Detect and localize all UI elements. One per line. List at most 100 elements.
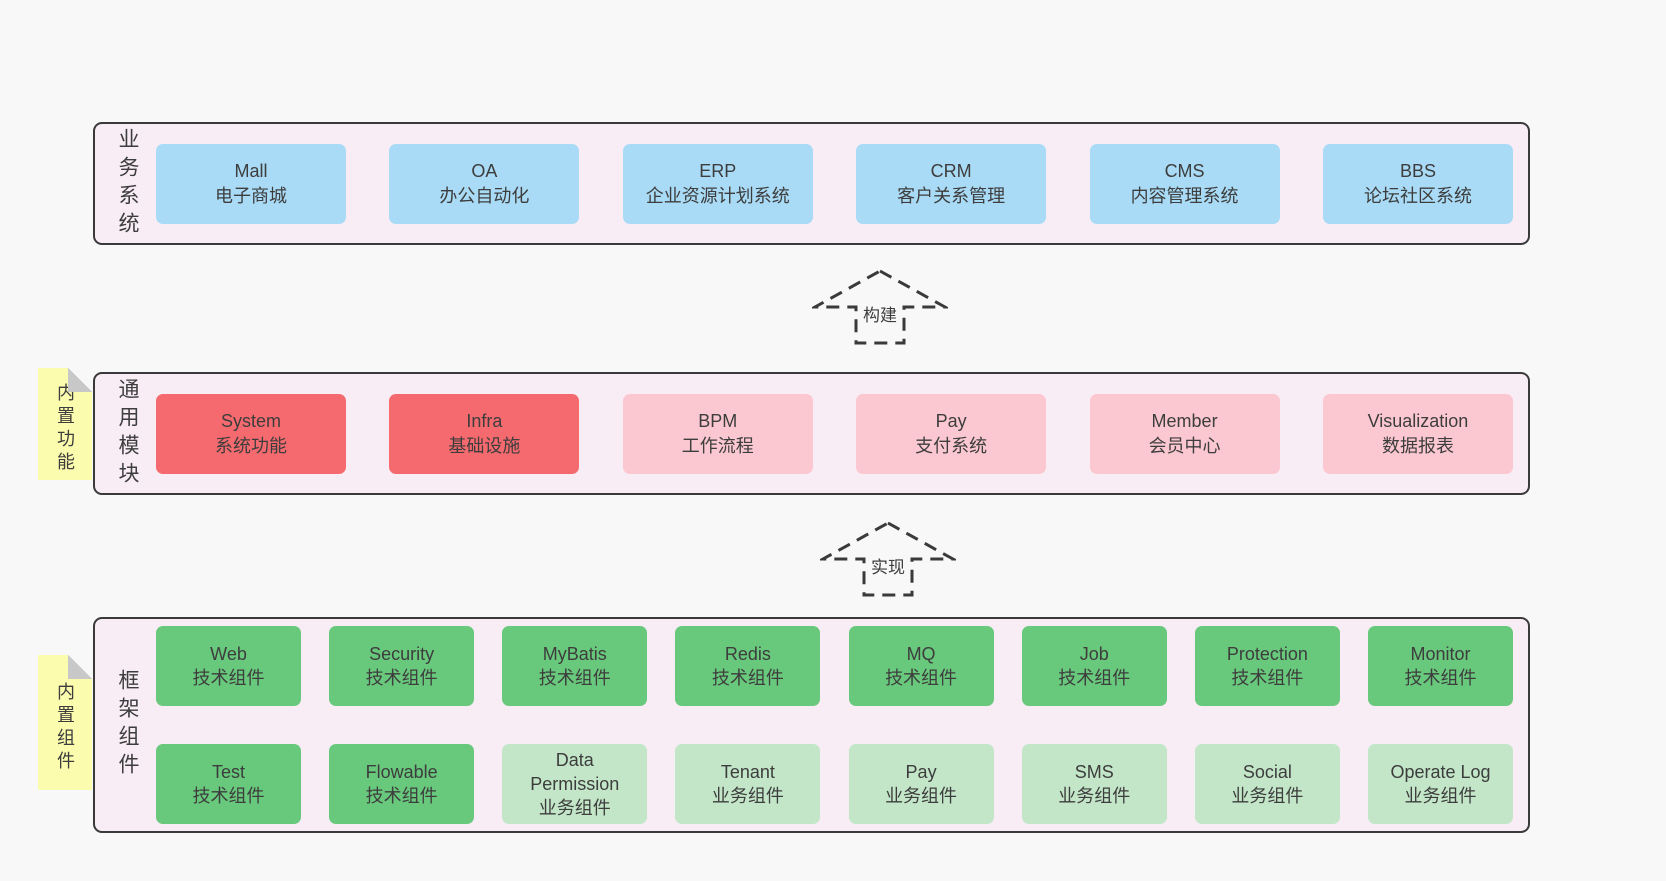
modules-boxes-row: System 系统功能 Infra 基础设施 BPM 工作流程 Pay 支付系统… xyxy=(156,374,1513,493)
framework-components-layer: 框架组件 Web 技术组件 Security 技术组件 MyBatis 技术组件… xyxy=(93,617,1530,833)
box-monitor: Monitor 技术组件 xyxy=(1367,626,1513,706)
business-systems-layer: 业务系统 Mall 电子商城 OA 办公自动化 ERP 企业资源计划系统 CRM… xyxy=(93,122,1530,245)
box-redis: Redis 技术组件 xyxy=(675,626,821,706)
box-title: System xyxy=(220,410,281,431)
box-security: Security 技术组件 xyxy=(329,626,475,706)
box-title: Monitor xyxy=(1410,644,1471,664)
box-subtitle: 技术组件 xyxy=(192,786,265,806)
box-title: Operate Log xyxy=(1390,762,1491,782)
layer-label-modules: 通用模块 xyxy=(116,377,139,490)
box-crm: CRM 客户关系管理 xyxy=(856,143,1047,224)
box-protection: Protection 技术组件 xyxy=(1194,626,1340,706)
box-subtitle: 内容管理系统 xyxy=(1130,185,1239,206)
box-subtitle: 业务组件 xyxy=(1404,786,1477,806)
box-infra: Infra 基础设施 xyxy=(389,393,580,474)
box-operate-log: Operate Log 业务组件 xyxy=(1367,744,1513,824)
box-subtitle: 业务组件 xyxy=(1058,786,1131,806)
box-web: Web 技术组件 xyxy=(156,626,301,706)
box-bpm: BPM 工作流程 xyxy=(622,393,813,474)
box-social: Social 业务组件 xyxy=(1194,744,1340,824)
components-row-1: Web 技术组件 Security 技术组件 MyBatis 技术组件 Redi… xyxy=(156,619,1513,713)
box-title: MQ xyxy=(906,644,936,664)
box-title: Redis xyxy=(724,644,771,664)
box-subtitle: 客户关系管理 xyxy=(897,185,1006,206)
box-mq: MQ 技术组件 xyxy=(848,626,994,706)
box-flowable: Flowable 技术组件 xyxy=(329,744,475,824)
components-rows: Web 技术组件 Security 技术组件 MyBatis 技术组件 Redi… xyxy=(156,619,1513,831)
box-subtitle: 论坛社区系统 xyxy=(1363,185,1472,206)
box-subtitle: 技术组件 xyxy=(1058,668,1131,688)
box-title: Data Permission xyxy=(530,750,620,794)
box-sms: SMS 业务组件 xyxy=(1021,744,1167,824)
sticky-text: 内置组件 xyxy=(55,681,75,774)
box-title: Test xyxy=(211,762,245,782)
box-title: SMS xyxy=(1074,762,1114,782)
box-title: Protection xyxy=(1226,644,1308,664)
box-title: Mall xyxy=(234,160,268,181)
box-subtitle: 业务组件 xyxy=(1231,786,1304,806)
business-boxes-row: Mall 电子商城 OA 办公自动化 ERP 企业资源计划系统 CRM 客户关系… xyxy=(156,124,1513,243)
box-subtitle: 数据报表 xyxy=(1381,435,1454,456)
box-title: MyBatis xyxy=(542,644,607,664)
layer-label-business: 业务系统 xyxy=(116,127,139,240)
build-arrow: 构建 xyxy=(812,268,948,346)
box-subtitle: 业务组件 xyxy=(538,798,611,818)
folded-corner-icon xyxy=(68,655,92,679)
implement-arrow: 实现 xyxy=(820,520,956,598)
dashed-up-arrow-icon xyxy=(820,521,956,597)
box-subtitle: 技术组件 xyxy=(885,668,958,688)
box-subtitle: 技术组件 xyxy=(1404,668,1477,688)
box-title: Tenant xyxy=(720,762,775,782)
box-subtitle: 办公自动化 xyxy=(439,185,530,206)
box-bbs: BBS 论坛社区系统 xyxy=(1322,143,1513,224)
sticky-builtin-features: 内置功能 xyxy=(38,368,92,480)
box-subtitle: 业务组件 xyxy=(885,786,958,806)
box-title: Pay xyxy=(935,410,967,431)
box-mall: Mall 电子商城 xyxy=(156,143,346,224)
dashed-up-arrow-icon xyxy=(812,269,948,345)
box-subtitle: 支付系统 xyxy=(915,435,988,456)
box-mybatis: MyBatis 技术组件 xyxy=(502,626,648,706)
build-arrow-label: 构建 xyxy=(860,300,900,327)
sticky-text: 内置功能 xyxy=(55,383,75,475)
box-subtitle: 技术组件 xyxy=(365,668,438,688)
box-title: BBS xyxy=(1399,160,1436,181)
box-subtitle: 基础设施 xyxy=(448,435,521,456)
box-title: Web xyxy=(210,644,247,664)
box-test: Test 技术组件 xyxy=(156,744,301,824)
box-subtitle: 技术组件 xyxy=(365,786,438,806)
folded-corner-icon xyxy=(68,368,92,392)
box-title: Visualization xyxy=(1367,410,1469,431)
box-oa: OA 办公自动化 xyxy=(389,143,580,224)
box-data-permission: Data Permission 业务组件 xyxy=(502,744,648,824)
box-cms: CMS 内容管理系统 xyxy=(1089,143,1280,224)
box-title: Flowable xyxy=(365,762,438,782)
box-pay-component: Pay 业务组件 xyxy=(848,744,994,824)
box-tenant: Tenant 业务组件 xyxy=(675,744,821,824)
sticky-builtin-components: 内置组件 xyxy=(38,655,92,790)
box-title: OA xyxy=(471,160,498,181)
box-title: CMS xyxy=(1164,160,1205,181)
box-system: System 系统功能 xyxy=(156,393,346,474)
box-subtitle: 业务组件 xyxy=(711,786,784,806)
box-title: Job xyxy=(1079,644,1109,664)
box-title: Infra xyxy=(466,410,503,431)
box-title: BPM xyxy=(698,410,738,431)
box-subtitle: 技术组件 xyxy=(1231,668,1304,688)
box-job: Job 技术组件 xyxy=(1021,626,1167,706)
common-modules-layer: 通用模块 System 系统功能 Infra 基础设施 BPM 工作流程 Pay… xyxy=(93,372,1530,495)
box-erp: ERP 企业资源计划系统 xyxy=(622,143,813,224)
box-subtitle: 技术组件 xyxy=(711,668,784,688)
box-subtitle: 工作流程 xyxy=(681,435,754,456)
box-subtitle: 系统功能 xyxy=(215,435,287,456)
box-title: Security xyxy=(369,644,435,664)
box-title: Pay xyxy=(905,762,937,782)
box-subtitle: 技术组件 xyxy=(192,668,265,688)
box-subtitle: 会员中心 xyxy=(1148,435,1221,456)
box-title: ERP xyxy=(699,160,737,181)
implement-arrow-label: 实现 xyxy=(868,552,908,579)
components-row-2: Test 技术组件 Flowable 技术组件 Data Permission … xyxy=(156,737,1513,831)
box-subtitle: 电子商城 xyxy=(215,185,287,206)
box-title: Social xyxy=(1242,762,1292,782)
